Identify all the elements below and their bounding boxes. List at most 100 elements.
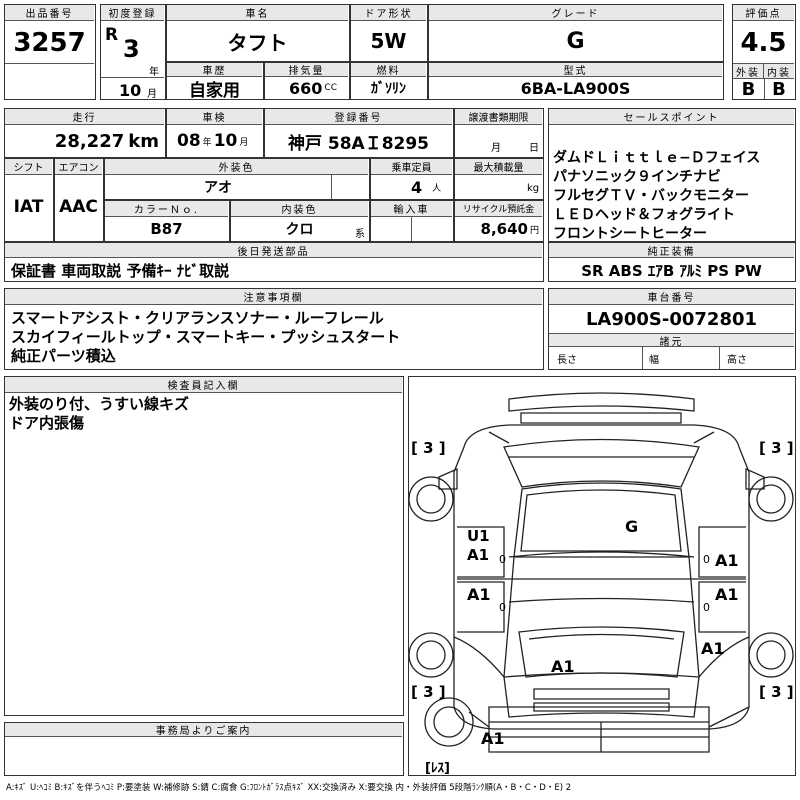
capacity-cell: 乗車定員 4 人 [370,158,454,200]
history-cell: 車歴 自家用 [166,62,264,101]
chassis-cell: 車台番号 LA900S-0072801 諸元 長さ 幅 高さ [548,288,796,370]
ac: AAC [59,197,98,217]
interior-header: 内装 [764,63,794,79]
inspector-notes: 外装のり付、うすい線キズ ドア内張傷 [9,395,189,433]
transfer-month: 月 [491,143,501,154]
first-reg-month: 10 [119,81,142,100]
model-header: 型式 [429,63,722,77]
shift: IAT [13,197,44,217]
interior-grade: B [772,78,786,100]
shift-cell: シフト IAT [4,158,54,242]
color-no-header: カラーＮｏ. [105,201,228,217]
transfer-cell: 譲渡書類期限 月 日 [454,108,544,158]
grade: G [566,28,585,54]
sales-point: フロントシートヒーター [553,226,707,242]
door-type: 5W [370,29,407,53]
damage-diagram-panel: [ 3 ] [ 3 ] [ 3 ] [ 3 ] [ﾚｽ] G U1 A1 0 A… [408,376,796,776]
first-reg-year: 3 [123,35,140,63]
plate-number: 神戸 58AＩ8295 [287,133,430,154]
color-no: B87 [150,220,183,238]
first-registration-header: 初度登録 [101,5,164,21]
damage-right-quarter: A1 [701,639,725,658]
tire-fr-depth: [ 3 ] [759,439,794,457]
exterior-header: 外装 [733,63,764,79]
damage-right-front-zero: 0 [703,553,710,566]
chassis-number: LA900S-0072801 [585,308,758,330]
capacity: 4 人 [411,175,441,199]
lot-number-cell: 出品番号 3257 [4,4,96,100]
model-cell: 型式 6BA-LA900S [428,62,724,100]
score: 4.5 [740,28,787,58]
mileage-header: 走行 [5,109,164,125]
plate-cell: 登録番号 神戸 58AＩ8295 [264,108,454,158]
parts: 保証書 車両取説 予備ｷｰ ﾅﾋﾞ取説 [11,261,230,280]
displacement-cell: 排気量 660 CC [264,62,350,100]
parts-cell: 後日発送部品 保証書 車両取説 予備ｷｰ ﾅﾋﾞ取説 [4,242,544,282]
parts-header: 後日発送部品 [5,243,542,258]
mileage: 28,227 km [5,127,159,155]
fuel-header: 燃料 [351,63,426,77]
mileage-cell: 走行 28,227 km [4,108,166,158]
damage-right-rear-zero: 0 [703,601,710,614]
inspection-header: 車検 [167,109,262,125]
ac-header: エアコン [55,159,102,175]
office-cell: 事務局よりご案内 [4,722,404,776]
damage-rear-left: A1 [467,585,491,604]
genuine-equipment: SR ABS ｴｱB ｱﾙﾐ PS PW [581,261,762,280]
first-registration-cell: 初度登録 R 3 年 10 月 [100,4,166,100]
color-header: 外装色 [105,159,368,175]
damage-left-front-zero: 0 [499,553,506,566]
damage-roof: G [625,517,639,536]
recycle-cell: リサイクル預託金 8,640 円 [454,200,544,242]
history-header: 車歴 [167,63,262,77]
car-name: タフト [227,30,288,55]
score-header: 評価点 [733,5,794,21]
notes-cell: 注意事項欄 スマートアシスト・クリアランスソナー・ルーフレール スカイフィールト… [4,288,544,370]
capacity-header: 乗車定員 [371,159,452,175]
inspector-note: 外装のり付、うすい線キズ [9,395,190,413]
tire-fl-depth: [ 3 ] [411,439,446,457]
tire-rl-depth: [ 3 ] [411,683,446,701]
genuine-header: 純正装備 [549,243,794,258]
recycle-header: リサイクル預託金 [455,201,542,217]
note-line: スマートアシスト・クリアランスソナー・ルーフレール [11,309,384,327]
lot-number: 3257 [13,28,86,58]
recycle-unit: 円 [529,225,539,236]
damage-left-rear-zero: 0 [499,601,506,614]
month-unit: 月 [147,89,157,100]
inspection-cell: 車検 08 年 10 月 [166,108,264,158]
note-line: スカイフィールトップ・スマートキー・プッシュスタート [11,328,401,346]
ac-cell: エアコン AAC [54,158,104,242]
mileage-unit: km [128,130,159,152]
max-load-header: 最大積載量 [455,159,542,175]
inspection-year-unit: 年 [202,137,212,148]
grade-header: グレード [429,5,722,21]
transfer-header: 譲渡書類期限 [455,109,542,125]
displacement: 660 CC [289,77,337,99]
sales-point-list: ダムドＬｉｔｔｌｅ−Ｄフェイス パナソニック９インチナビ フルセグＴＶ・バックモ… [553,149,760,244]
inspector-header: 検査員記入欄 [5,377,402,393]
spare-tire-status: [ﾚｽ] [425,761,450,776]
displacement-value: 660 [289,78,323,98]
sales-point: ＬＥＤヘッド＆フォグライト [553,207,735,223]
damage-legend: A:ｷｽﾞ U:ﾍｺﾐ B:ｷｽﾞを伴うﾍｺﾐ P:要塗装 W:補修跡 S:錆 … [6,783,572,793]
interior-color-cell: 内装色 クロ 系 [230,200,370,242]
import-cell: 輸入車 [370,200,454,242]
door-header: ドア形状 [351,5,426,21]
color-no-cell: カラーＮｏ. B87 [104,200,230,242]
car-outline-diagram [409,392,794,753]
inspection-month: 10 [213,131,238,151]
mileage-value: 28,227 [54,130,125,152]
length-label: 長さ [557,355,577,366]
notes-header: 注意事項欄 [5,289,542,305]
lot-number-header: 出品番号 [5,5,94,21]
dims-header: 諸元 [549,333,794,347]
damage-front-left: U1 A1 [467,527,490,564]
damage-front-right: A1 [715,551,739,570]
plate-header: 登録番号 [265,109,452,125]
model-code: 6BA-LA900S [520,78,631,98]
recycle-value: 8,640 [480,220,528,238]
inspection-month-unit: 月 [239,137,249,148]
capacity-value: 4 [411,177,423,197]
recycle: 8,640 円 [455,217,539,241]
